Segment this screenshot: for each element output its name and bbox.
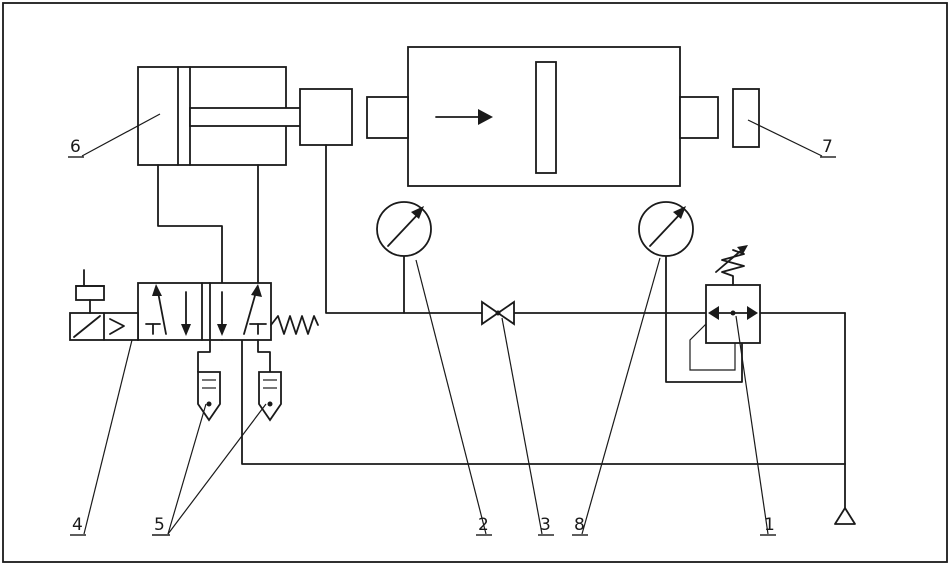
label-4: 4: [70, 515, 86, 536]
svg-text:7: 7: [822, 137, 833, 157]
label-2: 2: [476, 515, 492, 536]
svg-text:5: 5: [154, 515, 165, 535]
silencer-right: [257, 339, 282, 422]
label-5: 5: [152, 515, 170, 536]
position-sensor: [732, 88, 760, 148]
svg-text:3: 3: [540, 515, 551, 535]
label-8: 8: [572, 515, 588, 536]
air-supply-source: [834, 507, 856, 525]
pressure-gauge-2: [376, 201, 432, 257]
label-1: 1: [760, 515, 776, 536]
svg-text:8: 8: [574, 515, 585, 535]
test-object-assembly: [366, 46, 719, 187]
leader-lines: [81, 113, 823, 535]
label-6: 6: [68, 137, 84, 158]
svg-text:6: 6: [70, 137, 81, 157]
label-3: 3: [538, 515, 554, 536]
pressure-regulator: [705, 245, 761, 344]
svg-text:2: 2: [478, 515, 489, 535]
throttle-valve: [481, 300, 515, 326]
label-7: 7: [820, 137, 836, 158]
silencer-left: [197, 339, 221, 422]
svg-text:4: 4: [72, 515, 83, 535]
svg-text:1: 1: [764, 515, 775, 535]
pneumatic-cylinder: [137, 66, 303, 166]
pressure-gauge-8: [638, 201, 694, 257]
solenoid-directional-valve: [69, 269, 319, 341]
rod-coupling-block: [299, 88, 353, 146]
